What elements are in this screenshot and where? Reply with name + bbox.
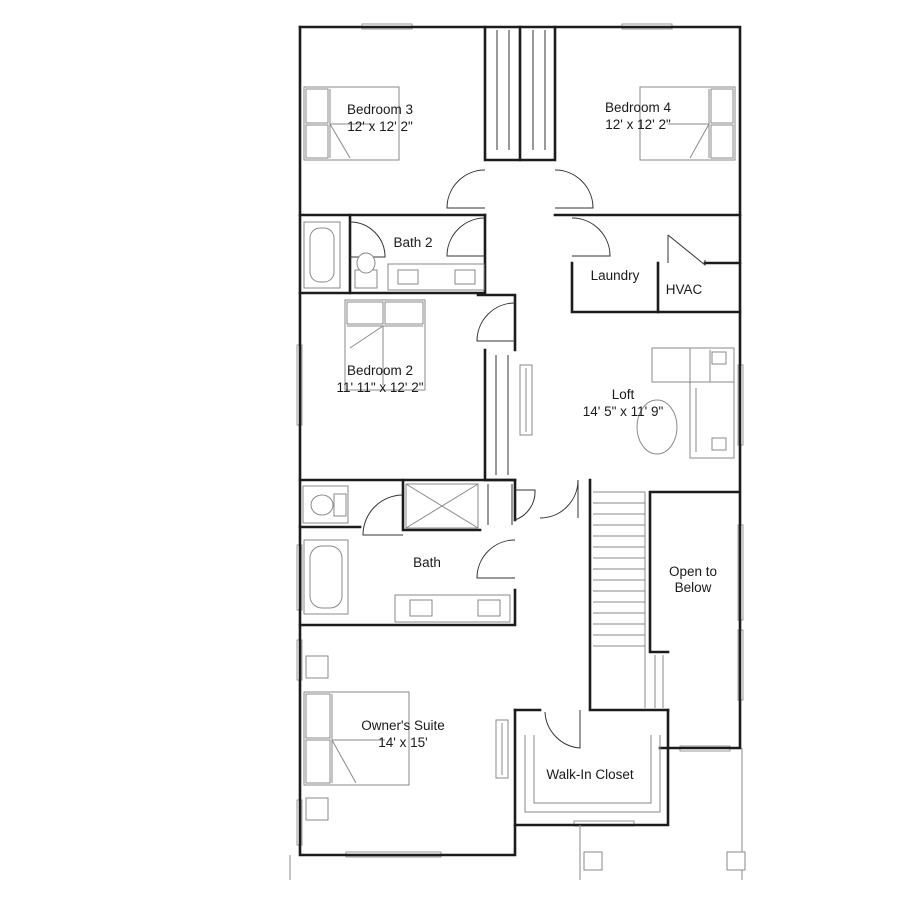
room-labels: Bedroom 3 12' x 12' 2" Bedroom 4 12' x 1…	[336, 100, 717, 782]
walk-in-closet-name: Walk-In Closet	[546, 767, 634, 782]
laundry-name: Laundry	[591, 268, 640, 283]
doors	[349, 169, 706, 749]
bedroom-3-dims: 12' x 12' 2"	[347, 119, 413, 134]
hvac-name: HVAC	[666, 282, 703, 297]
bedroom-3-name: Bedroom 3	[347, 102, 413, 117]
bath-name: Bath	[413, 555, 441, 570]
bedroom-4-dims: 12' x 12' 2"	[605, 117, 671, 132]
fixtures	[289, 86, 746, 880]
loft-dims: 14' 5" x 11' 9"	[583, 404, 664, 419]
bedroom-4-name: Bedroom 4	[605, 100, 672, 115]
bath-2-name: Bath 2	[393, 235, 432, 250]
stairs	[593, 491, 664, 708]
walls	[298, 25, 742, 857]
bedroom-2-name: Bedroom 2	[347, 363, 413, 378]
closet-doors	[405, 30, 546, 529]
owners-suite-name: Owner's Suite	[361, 718, 445, 733]
owners-suite-dims: 14' x 15'	[378, 735, 427, 750]
loft-name: Loft	[612, 387, 635, 402]
bedroom-2-dims: 11' 11" x 12' 2"	[336, 380, 423, 395]
open-to-below-line1: Open to	[669, 564, 717, 579]
open-to-below-line2: Below	[675, 580, 712, 595]
